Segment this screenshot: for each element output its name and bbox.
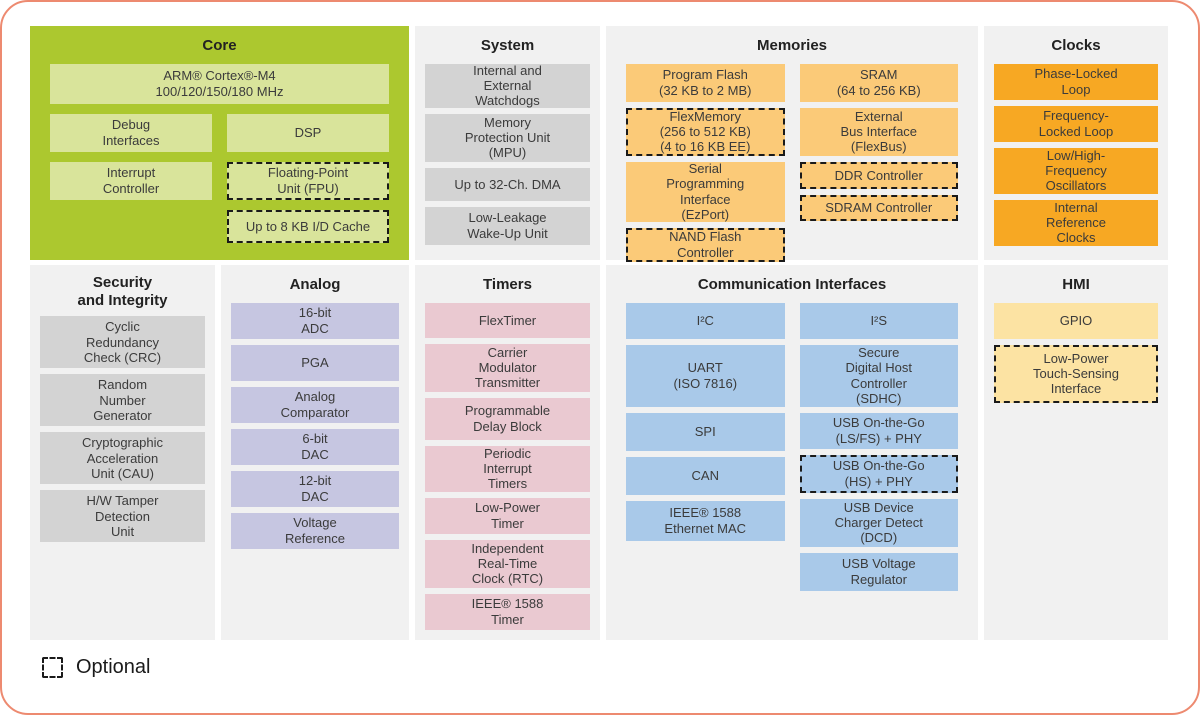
panel-communication-interfaces: Communication Interfaces I²C UART (ISO 7… [606, 265, 978, 640]
block-carrier-modulator-transmitter: Carrier Modulator Transmitter [425, 343, 590, 392]
block-ddr-controller: DDR Controller [799, 161, 958, 189]
timers-title: Timers [483, 276, 532, 293]
block-dsp: DSP [227, 113, 389, 152]
block-cau: Cryptographic Acceleration Unit (CAU) [40, 432, 205, 485]
clocks-stack: Phase-Locked Loop Frequency- Locked Loop… [994, 63, 1158, 260]
block-arm-cortex-m4: ARM® Cortex®-M4 100/120/150/180 MHz [50, 63, 389, 104]
block-flextimer: FlexTimer [425, 302, 590, 338]
legend-label: Optional [76, 656, 151, 678]
block-touch-sensing-interface: Low-Power Touch-Sensing Interface [994, 344, 1158, 403]
timers-stack: FlexTimer Carrier Modulator Transmitter … [425, 302, 590, 640]
comm-right-stack: I²S Secure Digital Host Controller (SDHC… [799, 302, 958, 640]
block-usb-voltage-regulator: USB Voltage Regulator [799, 552, 958, 591]
block-ieee-1588-timer: IEEE® 1588 Timer [425, 593, 590, 630]
block-pga: PGA [231, 344, 399, 381]
panel-timers: Timers FlexTimer Carrier Modulator Trans… [415, 265, 600, 640]
block-dma: Up to 32-Ch. DMA [425, 167, 590, 201]
block-programmable-delay-block: Programmable Delay Block [425, 397, 590, 440]
security-stack: Cyclic Redundancy Check (CRC) Random Num… [40, 316, 205, 640]
memories-title: Memories [756, 37, 828, 54]
block-interrupt-controller: Interrupt Controller [50, 161, 212, 200]
comm-columns: I²C UART (ISO 7816) SPI CAN IEEE® 1588 E… [626, 302, 958, 640]
hmi-stack: GPIO Low-Power Touch-Sensing Interface [994, 302, 1158, 640]
memories-left-stack: Program Flash (32 KB to 2 MB) FlexMemory… [626, 63, 785, 262]
block-i2c: I²C [626, 302, 785, 339]
block-flexbus: External Bus Interface (FlexBus) [799, 107, 958, 156]
core-inner-grid: Debug Interfaces DSP Interrupt Controlle… [50, 113, 389, 243]
block-low-power-timer: Low-Power Timer [425, 497, 590, 534]
block-spi: SPI [626, 412, 785, 451]
block-fll: Frequency- Locked Loop [994, 105, 1158, 142]
legend-optional: Optional [42, 656, 1198, 679]
memories-right-stack: SRAM (64 to 256 KB) External Bus Interfa… [799, 63, 958, 262]
panel-security: Security and Integrity Cyclic Redundancy… [30, 265, 215, 640]
block-rtc: Independent Real-Time Clock (RTC) [425, 539, 590, 588]
block-i2s: I²S [799, 302, 958, 339]
block-sdhc: Secure Digital Host Controller (SDHC) [799, 344, 958, 407]
core-title: Core [202, 37, 237, 54]
block-sdram-controller: SDRAM Controller [799, 194, 958, 221]
security-title: Security and Integrity [77, 274, 168, 309]
block-usb-otg-lsfs: USB On-the-Go (LS/FS) + PHY [799, 412, 958, 449]
block-ezport: Serial Programming Interface (EzPort) [626, 161, 785, 222]
block-rng: Random Number Generator [40, 374, 205, 427]
block-usb-dcd: USB Device Charger Detect (DCD) [799, 498, 958, 547]
block-voltage-reference: Voltage Reference [231, 512, 399, 549]
analog-title: Analog [289, 276, 341, 293]
block-ethernet-mac: IEEE® 1588 Ethernet MAC [626, 500, 785, 541]
block-can: CAN [626, 456, 785, 495]
block-tamper-detection: H/W Tamper Detection Unit [40, 490, 205, 543]
block-crc: Cyclic Redundancy Check (CRC) [40, 316, 205, 369]
block-program-flash: Program Flash (32 KB to 2 MB) [626, 63, 785, 102]
comm-left-stack: I²C UART (ISO 7816) SPI CAN IEEE® 1588 E… [626, 302, 785, 640]
block-floating-point-unit: Floating-Point Unit (FPU) [227, 161, 389, 200]
system-stack: Internal and External Watchdogs Memory P… [425, 63, 590, 260]
block-periodic-interrupt-timers: Periodic Interrupt Timers [425, 445, 590, 492]
system-title: System [480, 37, 535, 54]
panel-core: Core ARM® Cortex®-M4 100/120/150/180 MHz… [30, 26, 409, 260]
block-debug-interfaces: Debug Interfaces [50, 113, 212, 152]
panel-hmi: HMI GPIO Low-Power Touch-Sensing Interfa… [984, 265, 1168, 640]
block-analog-comparator: Analog Comparator [231, 386, 399, 423]
block-nand-flash-controller: NAND Flash Controller [626, 227, 785, 262]
analog-stack: 16-bit ADC PGA Analog Comparator 6-bit D… [231, 302, 399, 640]
block-flexmemory: FlexMemory (256 to 512 KB) (4 to 16 KB E… [626, 107, 785, 156]
block-llwu: Low-Leakage Wake-Up Unit [425, 206, 590, 245]
block-usb-otg-hs: USB On-the-Go (HS) + PHY [799, 454, 958, 493]
comm-title: Communication Interfaces [697, 276, 887, 293]
block-mpu: Memory Protection Unit (MPU) [425, 113, 590, 162]
block-adc: 16-bit ADC [231, 302, 399, 339]
block-id-cache: Up to 8 KB I/D Cache [227, 209, 389, 243]
block-uart: UART (ISO 7816) [626, 344, 785, 407]
block-internal-reference-clocks: Internal Reference Clocks [994, 199, 1158, 246]
panel-system: System Internal and External Watchdogs M… [415, 26, 600, 260]
hmi-title: HMI [1062, 276, 1090, 293]
panel-analog: Analog 16-bit ADC PGA Analog Comparator … [221, 265, 409, 640]
panel-clocks: Clocks Phase-Locked Loop Frequency- Lock… [984, 26, 1168, 260]
block-6bit-dac: 6-bit DAC [231, 428, 399, 465]
memories-columns: Program Flash (32 KB to 2 MB) FlexMemory… [626, 63, 958, 262]
clocks-title: Clocks [1051, 37, 1101, 54]
block-sram: SRAM (64 to 256 KB) [799, 63, 958, 102]
dashed-box-icon [42, 657, 63, 678]
block-gpio: GPIO [994, 302, 1158, 339]
block-pll: Phase-Locked Loop [994, 63, 1158, 100]
block-watchdogs: Internal and External Watchdogs [425, 63, 590, 108]
block-12bit-dac: 12-bit DAC [231, 470, 399, 507]
block-oscillators: Low/High- Frequency Oscillators [994, 147, 1158, 194]
panel-memories: Memories Program Flash (32 KB to 2 MB) F… [606, 26, 978, 262]
diagram-grid: Core ARM® Cortex®-M4 100/120/150/180 MHz… [2, 2, 1198, 640]
